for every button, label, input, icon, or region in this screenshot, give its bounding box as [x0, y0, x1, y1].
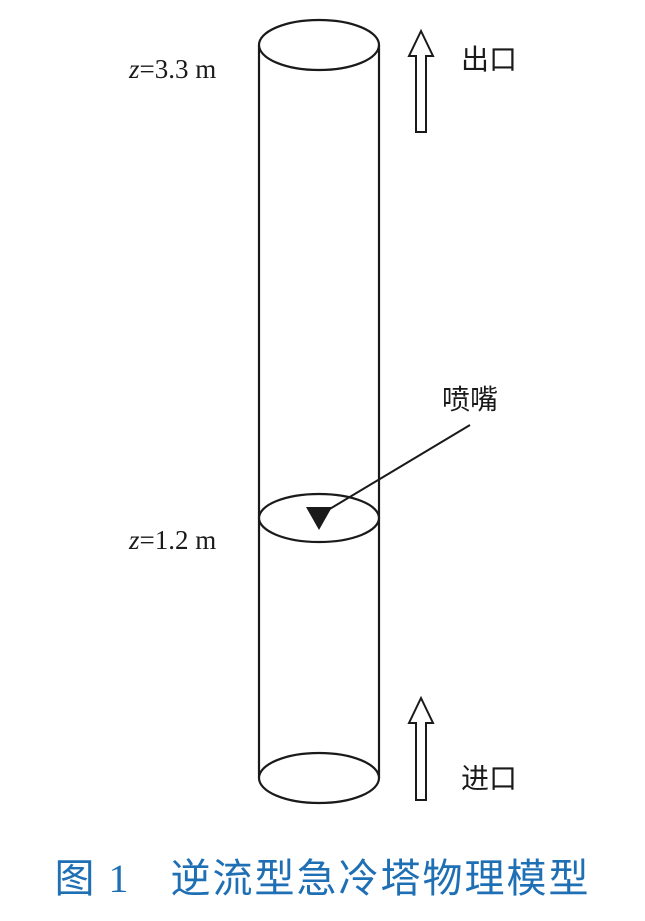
mid-height-variable: z	[129, 525, 140, 555]
mid-height-label: z=1.2 m	[129, 525, 216, 556]
outlet-label: 出口	[461, 43, 518, 76]
nozzle-leader-line	[322, 424, 471, 514]
outlet-arrow-icon	[407, 28, 435, 133]
caption-title: 逆流型急冷塔物理模型	[170, 856, 591, 902]
inlet-arrow-icon	[407, 695, 435, 801]
tower-top-ellipse	[257, 18, 381, 72]
caption-number: 1	[108, 856, 131, 901]
inlet-label: 进口	[461, 762, 518, 795]
tower-bottom-ellipse	[257, 751, 381, 805]
top-height-value: =3.3 m	[139, 54, 217, 84]
caption-prefix: 图	[54, 856, 97, 902]
top-height-variable: z	[129, 54, 140, 84]
mid-height-value: =1.2 m	[139, 525, 217, 555]
nozzle-marker	[306, 507, 332, 530]
nozzle-label: 喷嘴	[442, 383, 499, 416]
top-height-label: z=3.3 m	[129, 54, 216, 85]
